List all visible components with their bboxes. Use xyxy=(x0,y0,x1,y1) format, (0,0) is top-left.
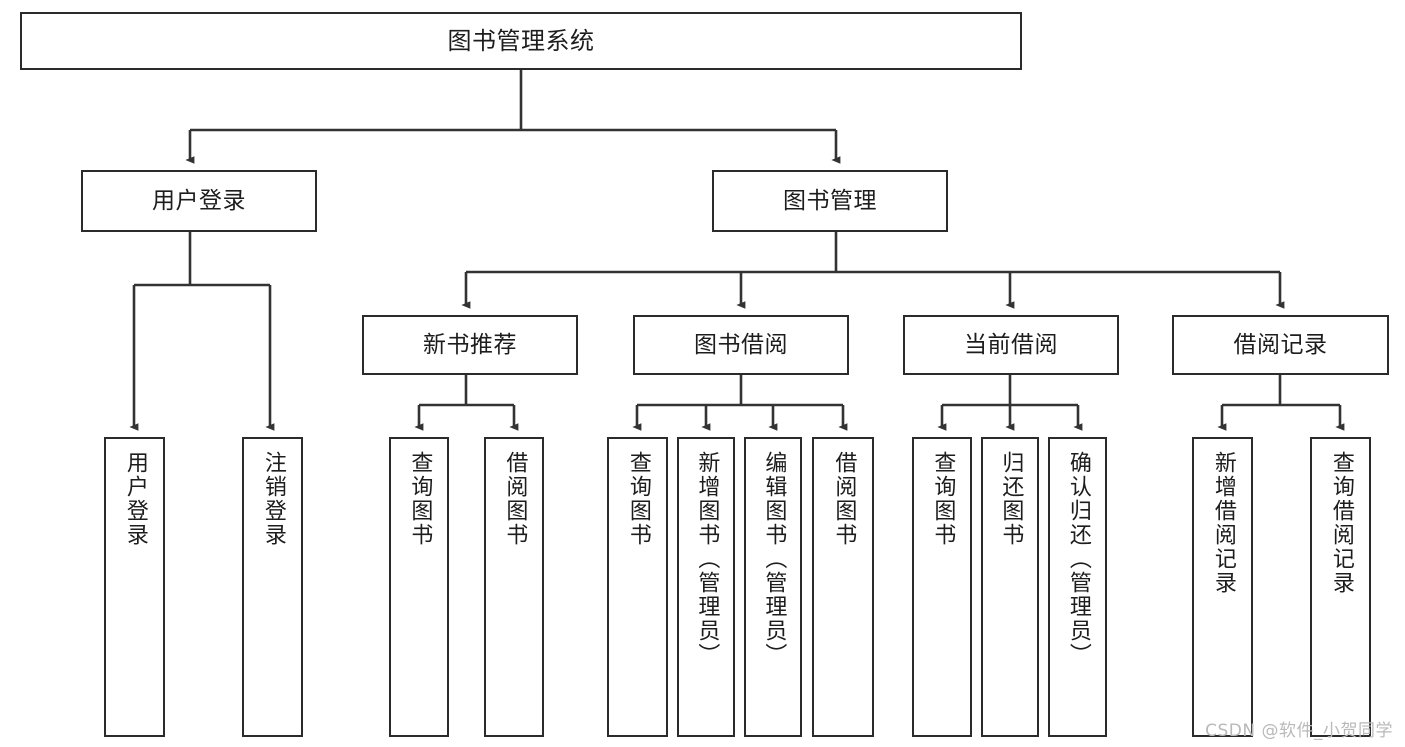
node-leaf-borrow-book-2-label: 借阅图书 xyxy=(831,451,857,547)
node-leaf-query-book-3-label: 查询图书 xyxy=(930,451,956,547)
node-leaf-add-record[interactable]: 新增借阅记录 xyxy=(1192,437,1253,737)
node-leaf-query-record[interactable]: 查询借阅记录 xyxy=(1310,437,1371,737)
node-leaf-user-login[interactable]: 用户登录 xyxy=(104,437,165,737)
node-leaf-borrow-book-1[interactable]: 借阅图书 xyxy=(484,437,544,737)
node-leaf-user-logout[interactable]: 注销登录 xyxy=(242,437,303,737)
node-leaf-add-record-label: 新增借阅记录 xyxy=(1210,451,1236,595)
node-book-management-label: 图书管理 xyxy=(783,187,877,214)
node-leaf-borrow-book-2[interactable]: 借阅图书 xyxy=(812,437,874,737)
node-leaf-confirm-return-label: 确认归还（管理员） xyxy=(1065,451,1091,667)
node-leaf-borrow-book-1-label: 借阅图书 xyxy=(502,451,528,547)
node-leaf-return-book-label: 归还图书 xyxy=(998,451,1024,547)
node-leaf-return-book[interactable]: 归还图书 xyxy=(981,437,1039,737)
node-leaf-query-book-2[interactable]: 查询图书 xyxy=(607,437,668,737)
node-new-book-recommend[interactable]: 新书推荐 xyxy=(362,315,578,375)
node-leaf-query-book-2-label: 查询图书 xyxy=(625,451,651,547)
node-leaf-add-book-label: 新增图书（管理员） xyxy=(694,451,720,667)
node-leaf-edit-book-label: 编辑图书（管理员） xyxy=(761,451,787,667)
node-book-management[interactable]: 图书管理 xyxy=(712,170,948,232)
watermark-text: CSDN @软件_小贺同学 xyxy=(1205,721,1393,741)
node-leaf-query-book-1[interactable]: 查询图书 xyxy=(389,437,449,737)
node-current-borrow[interactable]: 当前借阅 xyxy=(903,315,1119,375)
node-leaf-add-book[interactable]: 新增图书（管理员） xyxy=(677,437,735,737)
node-new-book-recommend-label: 新书推荐 xyxy=(423,331,517,358)
node-borrow-record-label: 借阅记录 xyxy=(1233,331,1328,358)
node-leaf-user-login-label: 用户登录 xyxy=(122,451,148,547)
node-leaf-edit-book[interactable]: 编辑图书（管理员） xyxy=(744,437,802,737)
node-borrow-record[interactable]: 借阅记录 xyxy=(1172,315,1389,375)
node-book-borrow[interactable]: 图书借阅 xyxy=(633,315,849,375)
node-leaf-user-logout-label: 注销登录 xyxy=(260,451,286,547)
node-leaf-query-book-1-label: 查询图书 xyxy=(407,451,433,547)
node-leaf-query-record-label: 查询借阅记录 xyxy=(1328,451,1354,595)
node-leaf-confirm-return[interactable]: 确认归还（管理员） xyxy=(1048,437,1107,737)
node-user-login-label: 用户登录 xyxy=(152,187,246,214)
node-book-borrow-label: 图书借阅 xyxy=(694,331,788,358)
node-root[interactable]: 图书管理系统 xyxy=(20,12,1022,70)
node-leaf-query-book-3[interactable]: 查询图书 xyxy=(912,437,972,737)
node-current-borrow-label: 当前借阅 xyxy=(964,331,1058,358)
node-user-login[interactable]: 用户登录 xyxy=(81,170,317,232)
node-root-label: 图书管理系统 xyxy=(447,27,595,55)
